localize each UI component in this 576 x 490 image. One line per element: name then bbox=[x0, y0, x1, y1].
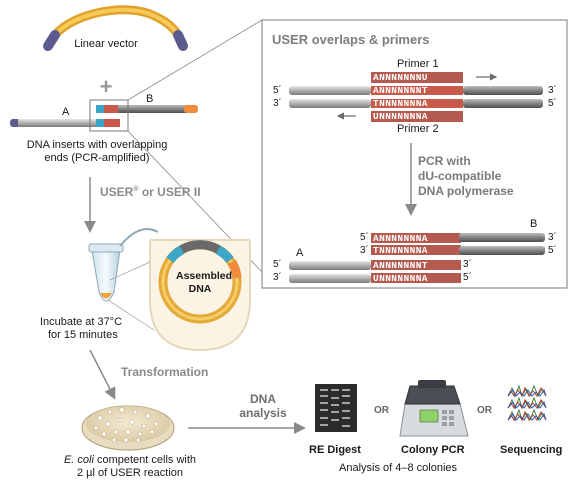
product-a-bottom-5prime: 5´ bbox=[463, 272, 472, 283]
product-b-label: B bbox=[530, 218, 538, 230]
product-a-top-3prime: 3´ bbox=[463, 259, 472, 270]
zoom-box bbox=[89, 99, 129, 132]
product-a bbox=[289, 260, 461, 283]
transformation-label: Transformation bbox=[121, 365, 209, 379]
strand-1-5prime: 5´ bbox=[273, 85, 282, 96]
strand-2-5prime: 5´ bbox=[548, 98, 557, 109]
user-overlaps-panel bbox=[261, 19, 568, 289]
re-digest-label: RE Digest bbox=[309, 444, 361, 456]
panel-strand-2 bbox=[289, 99, 543, 108]
or-label-1: OR bbox=[374, 405, 389, 416]
product-b-top-5prime: 5´ bbox=[360, 232, 369, 243]
thermocycler-icon bbox=[399, 380, 469, 437]
petri-dish bbox=[81, 405, 175, 451]
magnified-view bbox=[107, 239, 251, 352]
microcentrifuge-tube bbox=[88, 228, 159, 302]
product-a-top-5prime: 5´ bbox=[273, 259, 282, 270]
product-b-top-3prime: 3´ bbox=[548, 232, 557, 243]
strand-2-3prime: 3´ bbox=[273, 98, 282, 109]
panel-title: USER overlaps & primers bbox=[272, 32, 430, 47]
strand-1-sequence: ANNNNNNNT bbox=[373, 85, 428, 96]
insert-b bbox=[96, 105, 198, 113]
or-label-2: OR bbox=[477, 405, 492, 416]
linear-vector-arc bbox=[43, 5, 188, 51]
product-a-top-seq: ANNNNNNNT bbox=[373, 260, 428, 271]
ecoli-caption-line2: 2 µl of USER reaction bbox=[77, 467, 183, 479]
product-a-bottom-seq: UNNNNNNNA bbox=[373, 273, 428, 284]
primer-1-sequence: ANNNNNNNU bbox=[373, 72, 428, 83]
plus-sign: + bbox=[100, 74, 113, 99]
insert-a bbox=[10, 119, 120, 127]
linear-vector-label: Linear vector bbox=[74, 38, 138, 50]
inserts-caption-line1: DNA inserts with overlapping bbox=[26, 139, 168, 151]
strand-2-sequence: TNNNNNNNA bbox=[373, 98, 428, 109]
product-a-label: A bbox=[296, 247, 304, 259]
ecoli-caption-line1: E. coli competent cells with bbox=[63, 454, 197, 466]
product-b bbox=[371, 233, 545, 255]
product-a-bottom-3prime: 3´ bbox=[273, 272, 282, 283]
primer-2-label: Primer 2 bbox=[397, 123, 439, 135]
assembled-plasmid bbox=[158, 240, 242, 324]
zoom-line-top bbox=[127, 19, 263, 101]
sequencing-label: Sequencing bbox=[500, 444, 563, 456]
transformation-arrow bbox=[89, 349, 116, 400]
sequencing-icon bbox=[507, 384, 547, 422]
product-b-bottom-seq: TNNNNNNNA bbox=[373, 245, 428, 256]
colony-pcr-label: Colony PCR bbox=[401, 444, 465, 456]
gel-icon bbox=[315, 384, 357, 432]
strand-1-3prime: 3´ bbox=[548, 85, 557, 96]
user-step-label: USER® or USER II bbox=[100, 185, 201, 199]
product-b-bottom-3prime: 3´ bbox=[360, 245, 369, 256]
incubate-line1: Incubate at 37°C bbox=[40, 316, 123, 328]
panel-strand-1 bbox=[289, 86, 543, 95]
primer-1-box bbox=[371, 72, 463, 83]
primer-1-label: Primer 1 bbox=[397, 58, 439, 70]
primer-2-box bbox=[371, 111, 463, 122]
inserts-caption-line2: ends (PCR-amplified) bbox=[44, 152, 150, 164]
primer-2-sequence: UNNNNNNNA bbox=[373, 111, 428, 122]
insert-b-label: B bbox=[146, 93, 154, 105]
incubate-line2: for 15 minutes bbox=[48, 329, 118, 341]
insert-a-label: A bbox=[62, 106, 70, 118]
product-b-bottom-5prime: 5´ bbox=[548, 245, 557, 256]
analysis-caption: Analysis of 4–8 colonies bbox=[339, 462, 458, 474]
product-b-top-seq: ANNNNNNNA bbox=[373, 233, 428, 244]
